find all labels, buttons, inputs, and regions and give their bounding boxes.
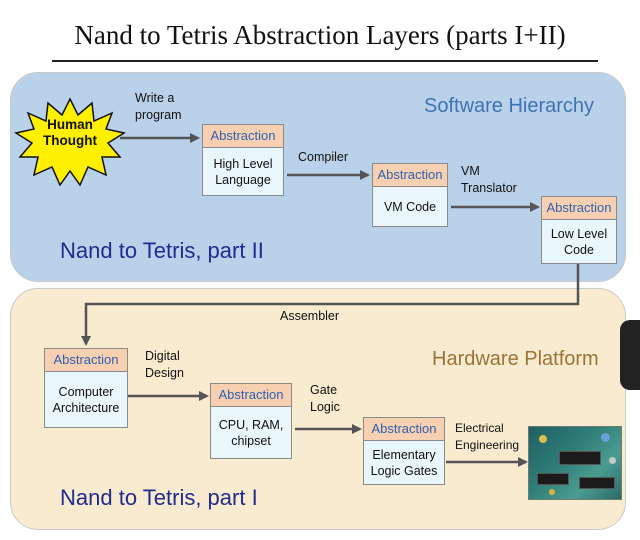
- box-label: High Level Language: [213, 157, 273, 187]
- box-label: CPU, RAM, chipset: [218, 418, 284, 448]
- circuit-board-image: [528, 426, 622, 500]
- slide-title: Nand to Tetris Abstraction Layers (parts…: [74, 20, 566, 50]
- presenter-edge: [620, 320, 640, 390]
- label-vm-translator: VM Translator: [461, 164, 517, 195]
- part-two-label: Nand to Tetris, part II: [60, 238, 264, 263]
- arrow-assembler: [81, 264, 580, 346]
- box-elementary-logic-gates: Abstraction Elementary Logic Gates: [363, 417, 445, 485]
- label-compiler: Compiler: [298, 150, 349, 164]
- label-gate-logic: Gate Logic: [310, 383, 340, 414]
- human-thought-label: Human Thought: [43, 117, 97, 148]
- label-electrical-engineering: Electrical Engineering: [455, 421, 520, 452]
- human-thought-starburst: [14, 97, 126, 187]
- box-label: VM Code: [383, 200, 437, 214]
- software-hierarchy-heading: Software Hierarchy: [424, 95, 595, 117]
- label-digital-design: Digital Design: [145, 349, 184, 380]
- box-label: Elementary Logic Gates: [370, 448, 438, 478]
- abstraction-header: Abstraction: [373, 164, 447, 187]
- abstraction-header: Abstraction: [45, 349, 127, 372]
- box-computer-architecture: Abstraction Computer Architecture: [44, 348, 128, 428]
- title-rule: [52, 60, 598, 62]
- abstraction-header: Abstraction: [211, 384, 291, 407]
- hardware-platform-heading: Hardware Platform: [432, 348, 599, 370]
- abstraction-header: Abstraction: [542, 197, 616, 220]
- abstraction-header: Abstraction: [203, 125, 283, 148]
- box-high-level-language: Abstraction High Level Language: [202, 124, 284, 196]
- software-hierarchy-panel: [10, 72, 626, 282]
- label-write-a-program: Write a program: [135, 91, 182, 122]
- abstraction-header: Abstraction: [364, 418, 444, 441]
- box-label: Computer Architecture: [52, 385, 120, 415]
- hardware-platform-panel: [10, 288, 626, 530]
- box-cpu-ram-chipset: Abstraction CPU, RAM, chipset: [210, 383, 292, 459]
- part-one-label: Nand to Tetris, part I: [60, 485, 258, 510]
- box-vm-code: Abstraction VM Code: [372, 163, 448, 227]
- box-label: Low Level Code: [550, 227, 608, 257]
- label-assembler: Assembler: [280, 309, 340, 323]
- box-low-level-code: Abstraction Low Level Code: [541, 196, 617, 264]
